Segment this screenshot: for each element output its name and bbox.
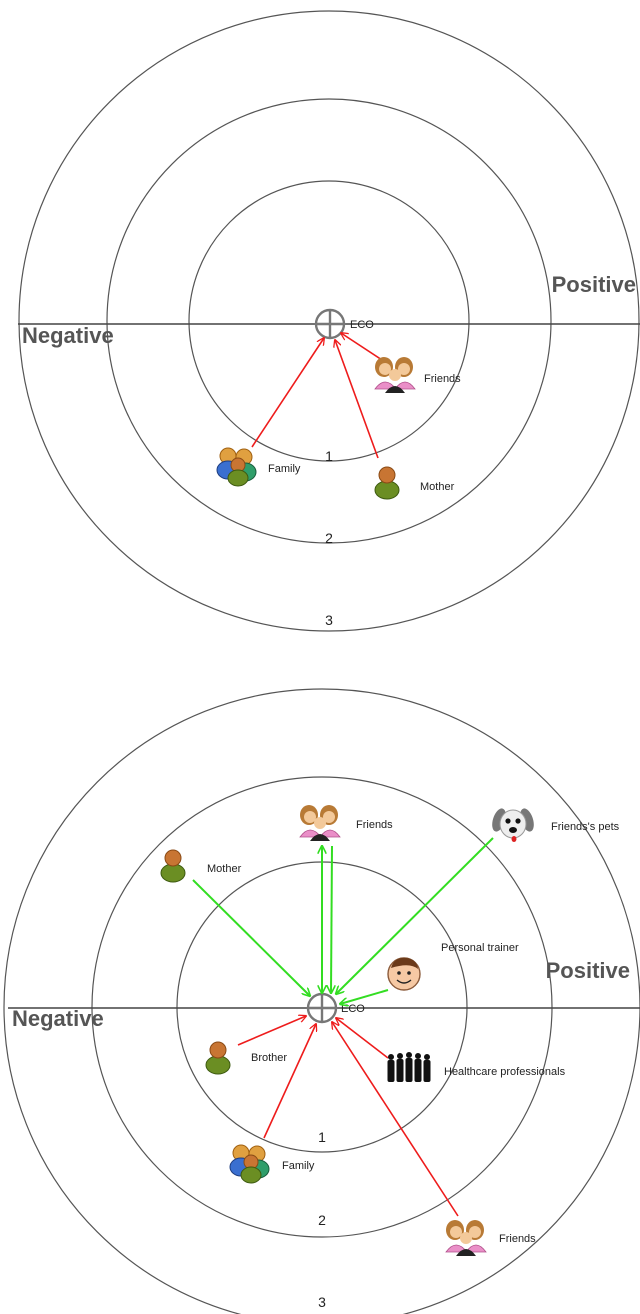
ego-icon	[306, 992, 338, 1024]
edge-mother-positive	[192, 879, 310, 996]
edge-healthcare-negative	[336, 1018, 389, 1059]
negative-label: Negative	[22, 323, 114, 348]
ring-number-3: 3	[325, 612, 333, 628]
person-icon	[205, 1041, 231, 1075]
ring-number-3: 3	[318, 1294, 326, 1310]
edge-trainer-positive	[340, 989, 389, 1004]
node-label-mother: Mother	[207, 863, 242, 875]
friends-icon	[445, 1219, 487, 1257]
node-label-friends: Friends	[424, 373, 461, 385]
ego-label: ECO	[341, 1003, 365, 1015]
edge-brother-negative	[237, 1016, 306, 1046]
family-icon	[229, 1144, 270, 1184]
edge-friends-positive-b	[331, 845, 332, 993]
person-icon	[374, 466, 400, 500]
friends-icon	[299, 804, 341, 842]
positive-label: Positive	[546, 958, 630, 983]
ego-label: ECO	[350, 319, 374, 331]
ring-number-1: 1	[325, 448, 333, 464]
ring-1	[188, 180, 470, 462]
node-label-friends: Friends	[356, 819, 393, 831]
dog-icon	[489, 806, 537, 843]
smiley-face-icon	[387, 957, 421, 991]
node-label-mother: Mother	[420, 481, 455, 493]
family-icon	[216, 447, 257, 487]
node-label-friends-bottom: Friends	[499, 1233, 536, 1245]
edge-friends-negative	[341, 333, 383, 361]
edge-friends-negative	[332, 1022, 459, 1217]
edge-family-negative	[251, 338, 324, 448]
ring-2	[91, 776, 553, 1238]
edge-family-negative	[263, 1024, 316, 1139]
person-icon	[160, 849, 186, 883]
eco-map-bottom: Negative Positive ECO 1 2 3 Friends Frie…	[3, 688, 640, 1314]
ring-number-1: 1	[318, 1129, 326, 1145]
ring-number-2: 2	[318, 1212, 326, 1228]
edge-mother-negative	[335, 340, 379, 459]
ring-2	[106, 98, 552, 544]
group-silhouette-icon	[387, 1052, 431, 1082]
ring-number-2: 2	[325, 530, 333, 546]
node-label-family: Family	[268, 463, 301, 475]
friends-icon	[374, 356, 416, 394]
node-label-personal-trainer: Personal trainer	[441, 942, 519, 954]
ring-3	[3, 688, 640, 1314]
ego-icon	[314, 308, 346, 340]
ring-3	[18, 10, 640, 632]
node-label-friends-pets: Friends's pets	[551, 821, 620, 833]
negative-label: Negative	[12, 1006, 104, 1031]
positive-label: Positive	[552, 272, 636, 297]
eco-map-top: Negative Positive ECO 1 2 3 Friends Fami…	[18, 10, 640, 632]
node-label-healthcare-professionals: Healthcare professionals	[444, 1066, 566, 1078]
node-label-family: Family	[282, 1160, 315, 1172]
edge-pets-positive	[336, 837, 494, 994]
node-label-brother: Brother	[251, 1052, 287, 1064]
